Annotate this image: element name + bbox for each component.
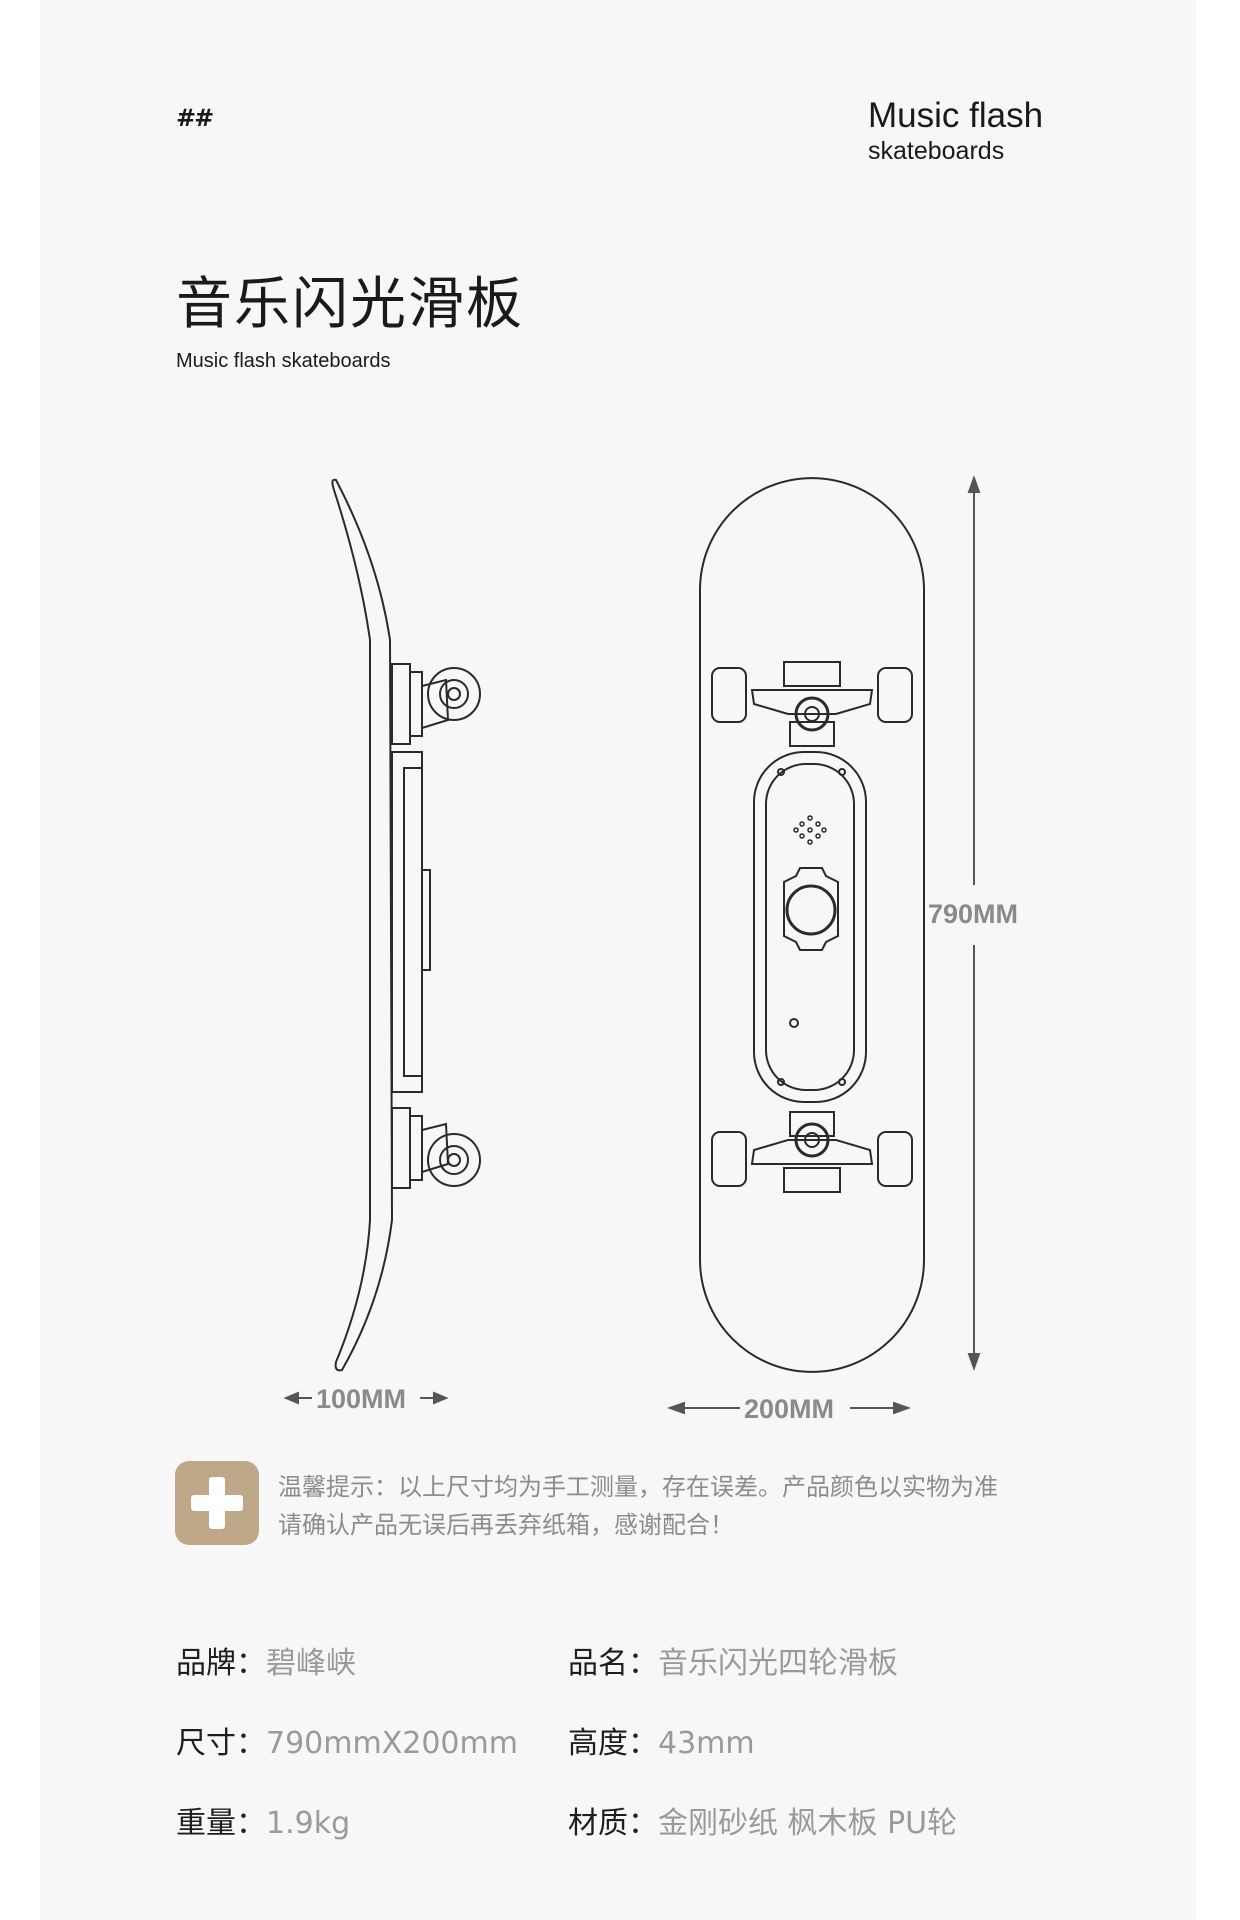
page-subtitle: Music flash skateboards — [176, 350, 391, 372]
spec-height-value: 43mm — [658, 1726, 755, 1761]
tip-line-2: 请确认产品无误后再丢弃纸箱，感谢配合！ — [278, 1511, 734, 1539]
spec-material-key: 材质： — [568, 1806, 658, 1841]
side-dimension-line — [283, 1391, 449, 1405]
spec-height-key: 高度： — [568, 1726, 658, 1761]
spec-weight-value: 1.9kg — [266, 1806, 351, 1841]
bottom-view-led-dots — [793, 815, 827, 845]
spec-product-name-key: 品名： — [568, 1646, 658, 1681]
brand-line-2: skateboards — [868, 137, 1005, 165]
product-page — [40, 0, 1196, 1920]
spec-material-value: 金刚砂纸 枫木板 PU轮 — [658, 1806, 958, 1841]
plus-icon — [175, 1461, 259, 1545]
spec-brand-key: 品牌： — [176, 1646, 266, 1681]
spec-height: 高度：43mm — [568, 1724, 755, 1764]
length-dimension-line — [967, 475, 981, 1371]
length-dimension-label: 790MM — [928, 899, 1018, 929]
spec-weight: 重量：1.9kg — [176, 1804, 350, 1844]
bottom-view-rear-truck — [711, 1111, 913, 1193]
side-view-rear-truck — [391, 1107, 481, 1189]
brand-heading: Music flash skateboards — [868, 96, 1043, 166]
tip-notice: 温馨提示：以上尺寸均为手工测量，存在误差。产品颜色以实物为准 请确认产品无误后再… — [278, 1468, 1098, 1544]
spec-product-name: 品名：音乐闪光四轮滑板 — [568, 1644, 898, 1684]
spec-weight-key: 重量： — [176, 1806, 266, 1841]
spec-product-name-value: 音乐闪光四轮滑板 — [658, 1646, 898, 1681]
brand-line-1: Music flash — [868, 96, 1044, 135]
spec-size-value: 790mmX200mm — [266, 1726, 518, 1761]
side-dimension-label: 100MM — [316, 1384, 406, 1414]
spec-brand: 品牌：碧峰峡 — [176, 1644, 356, 1684]
bottom-view-speaker-panel — [753, 751, 867, 1103]
bottom-view-deck — [699, 477, 925, 1373]
tip-line-1: 温馨提示：以上尺寸均为手工测量，存在误差。产品颜色以实物为准 — [278, 1473, 998, 1501]
width-dimension-label: 200MM — [744, 1394, 834, 1424]
spec-material: 材质：金刚砂纸 枫木板 PU轮 — [568, 1804, 957, 1844]
page-title: 音乐闪光滑板 — [176, 272, 524, 337]
side-view-board — [331, 478, 431, 1372]
bottom-view-front-truck — [711, 661, 913, 747]
brand-logo: ## — [176, 104, 214, 132]
spec-size-key: 尺寸： — [176, 1726, 266, 1761]
spec-brand-value: 碧峰峡 — [266, 1646, 356, 1681]
side-view-front-truck — [391, 663, 481, 745]
spec-size: 尺寸：790mmX200mm — [176, 1724, 518, 1764]
width-dimension-line — [667, 1401, 911, 1415]
